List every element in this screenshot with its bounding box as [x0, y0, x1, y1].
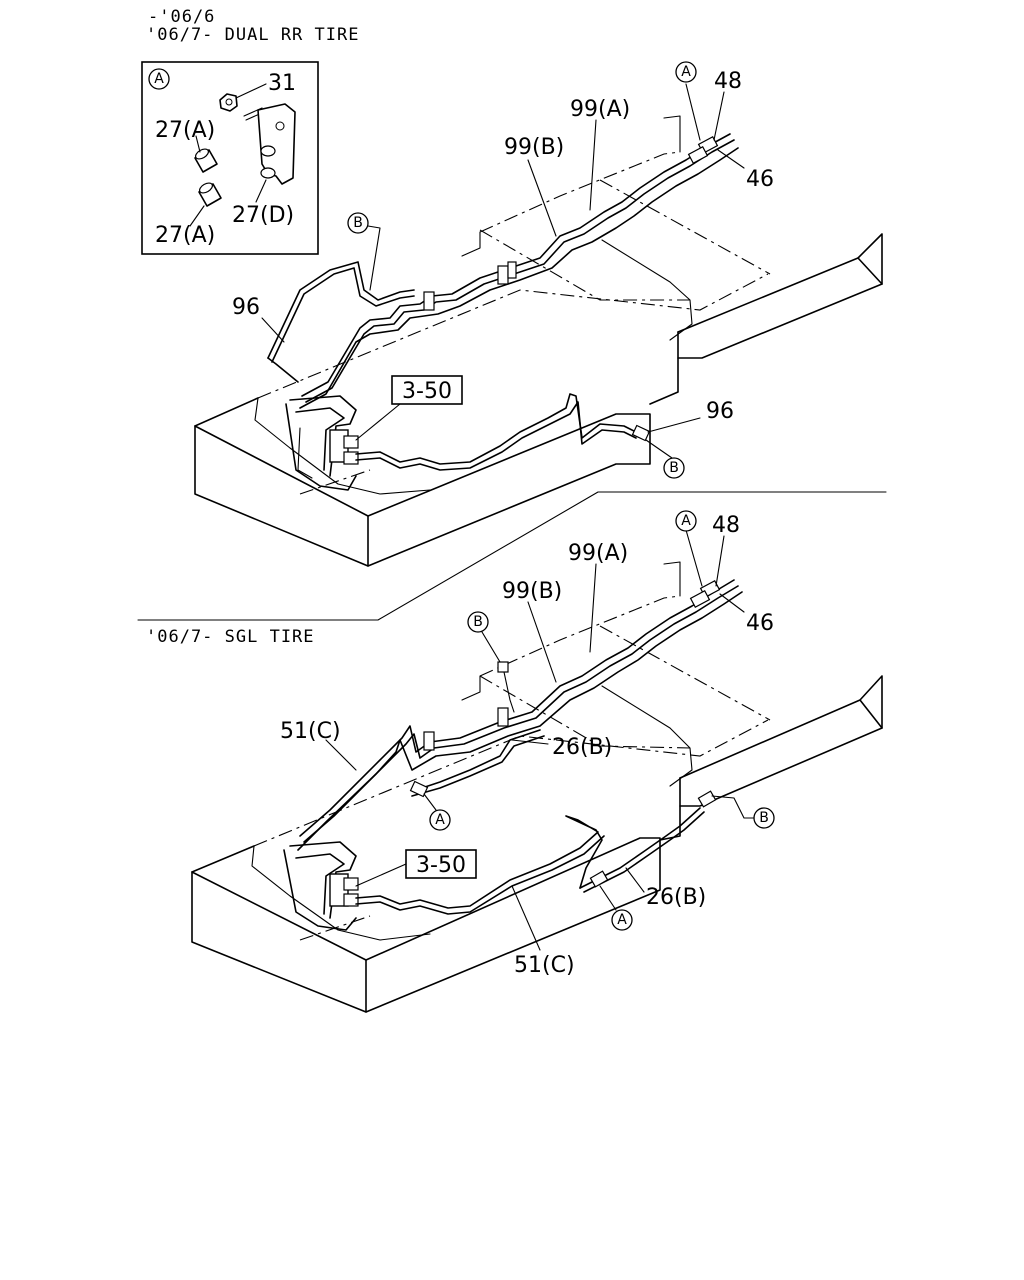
inset-label-27d: 27(D)	[232, 203, 294, 228]
lower-label-26b-top: 26(B)	[552, 735, 612, 760]
upper-label-96-left: 96	[232, 295, 260, 320]
inset-label-27a-upper: 27(A)	[155, 118, 215, 143]
upper-label-99a: 99(A)	[570, 97, 630, 122]
lower-diagram: 3-50 A 48 46 99(A) 99(B) B 51(C) 26(B) A…	[191, 510, 883, 1013]
lower-ref-3-50: 3-50	[416, 853, 466, 878]
lower-label-26b-bottom: 26(B)	[646, 885, 706, 910]
lower-circle-a-mid: A	[435, 812, 445, 828]
upper-label-96-right: 96	[706, 399, 734, 424]
upper-label-46: 46	[746, 167, 774, 192]
upper-ref-3-50: 3-50	[402, 379, 452, 404]
inset-circle-a	[148, 68, 170, 90]
lower-label-51c-bottom: 51(C)	[514, 953, 575, 978]
inset-detail-a: A 31 27(A) 27(D) 27(A)	[141, 61, 319, 255]
inset-label-31: 31	[268, 71, 296, 96]
lower-circle-a-bottom: A	[617, 912, 627, 928]
lower-label-46: 46	[746, 611, 774, 636]
section-divider	[137, 491, 887, 621]
upper-label-99b: 99(B)	[504, 135, 564, 160]
inset-circle-a-text: A	[154, 71, 164, 87]
header-dual-tire: '06/7- DUAL RR TIRE	[146, 25, 359, 45]
upper-diagram: 3-50 A 48 46 99(A) 99(B) B 96 96 B	[194, 61, 883, 567]
lower-label-99b: 99(B)	[502, 579, 562, 604]
upper-circle-a: A	[681, 64, 691, 80]
lower-circle-b-top: B	[473, 614, 483, 630]
header-single-tire: '06/7- SGL TIRE	[146, 627, 315, 647]
upper-circle-b-left: B	[353, 215, 363, 231]
lower-label-99a: 99(A)	[568, 541, 628, 566]
lower-label-51c-top: 51(C)	[280, 719, 341, 744]
upper-circle-b-right: B	[669, 460, 679, 476]
inset-label-27a-lower: 27(A)	[155, 223, 215, 248]
lower-circle-a-top: A	[681, 513, 691, 529]
header-period-line: -'06/6	[148, 7, 215, 27]
lower-circle-b-right: B	[759, 810, 769, 826]
bracket-icon	[257, 103, 296, 185]
upper-label-48: 48	[714, 69, 742, 94]
lower-label-48: 48	[712, 513, 740, 538]
